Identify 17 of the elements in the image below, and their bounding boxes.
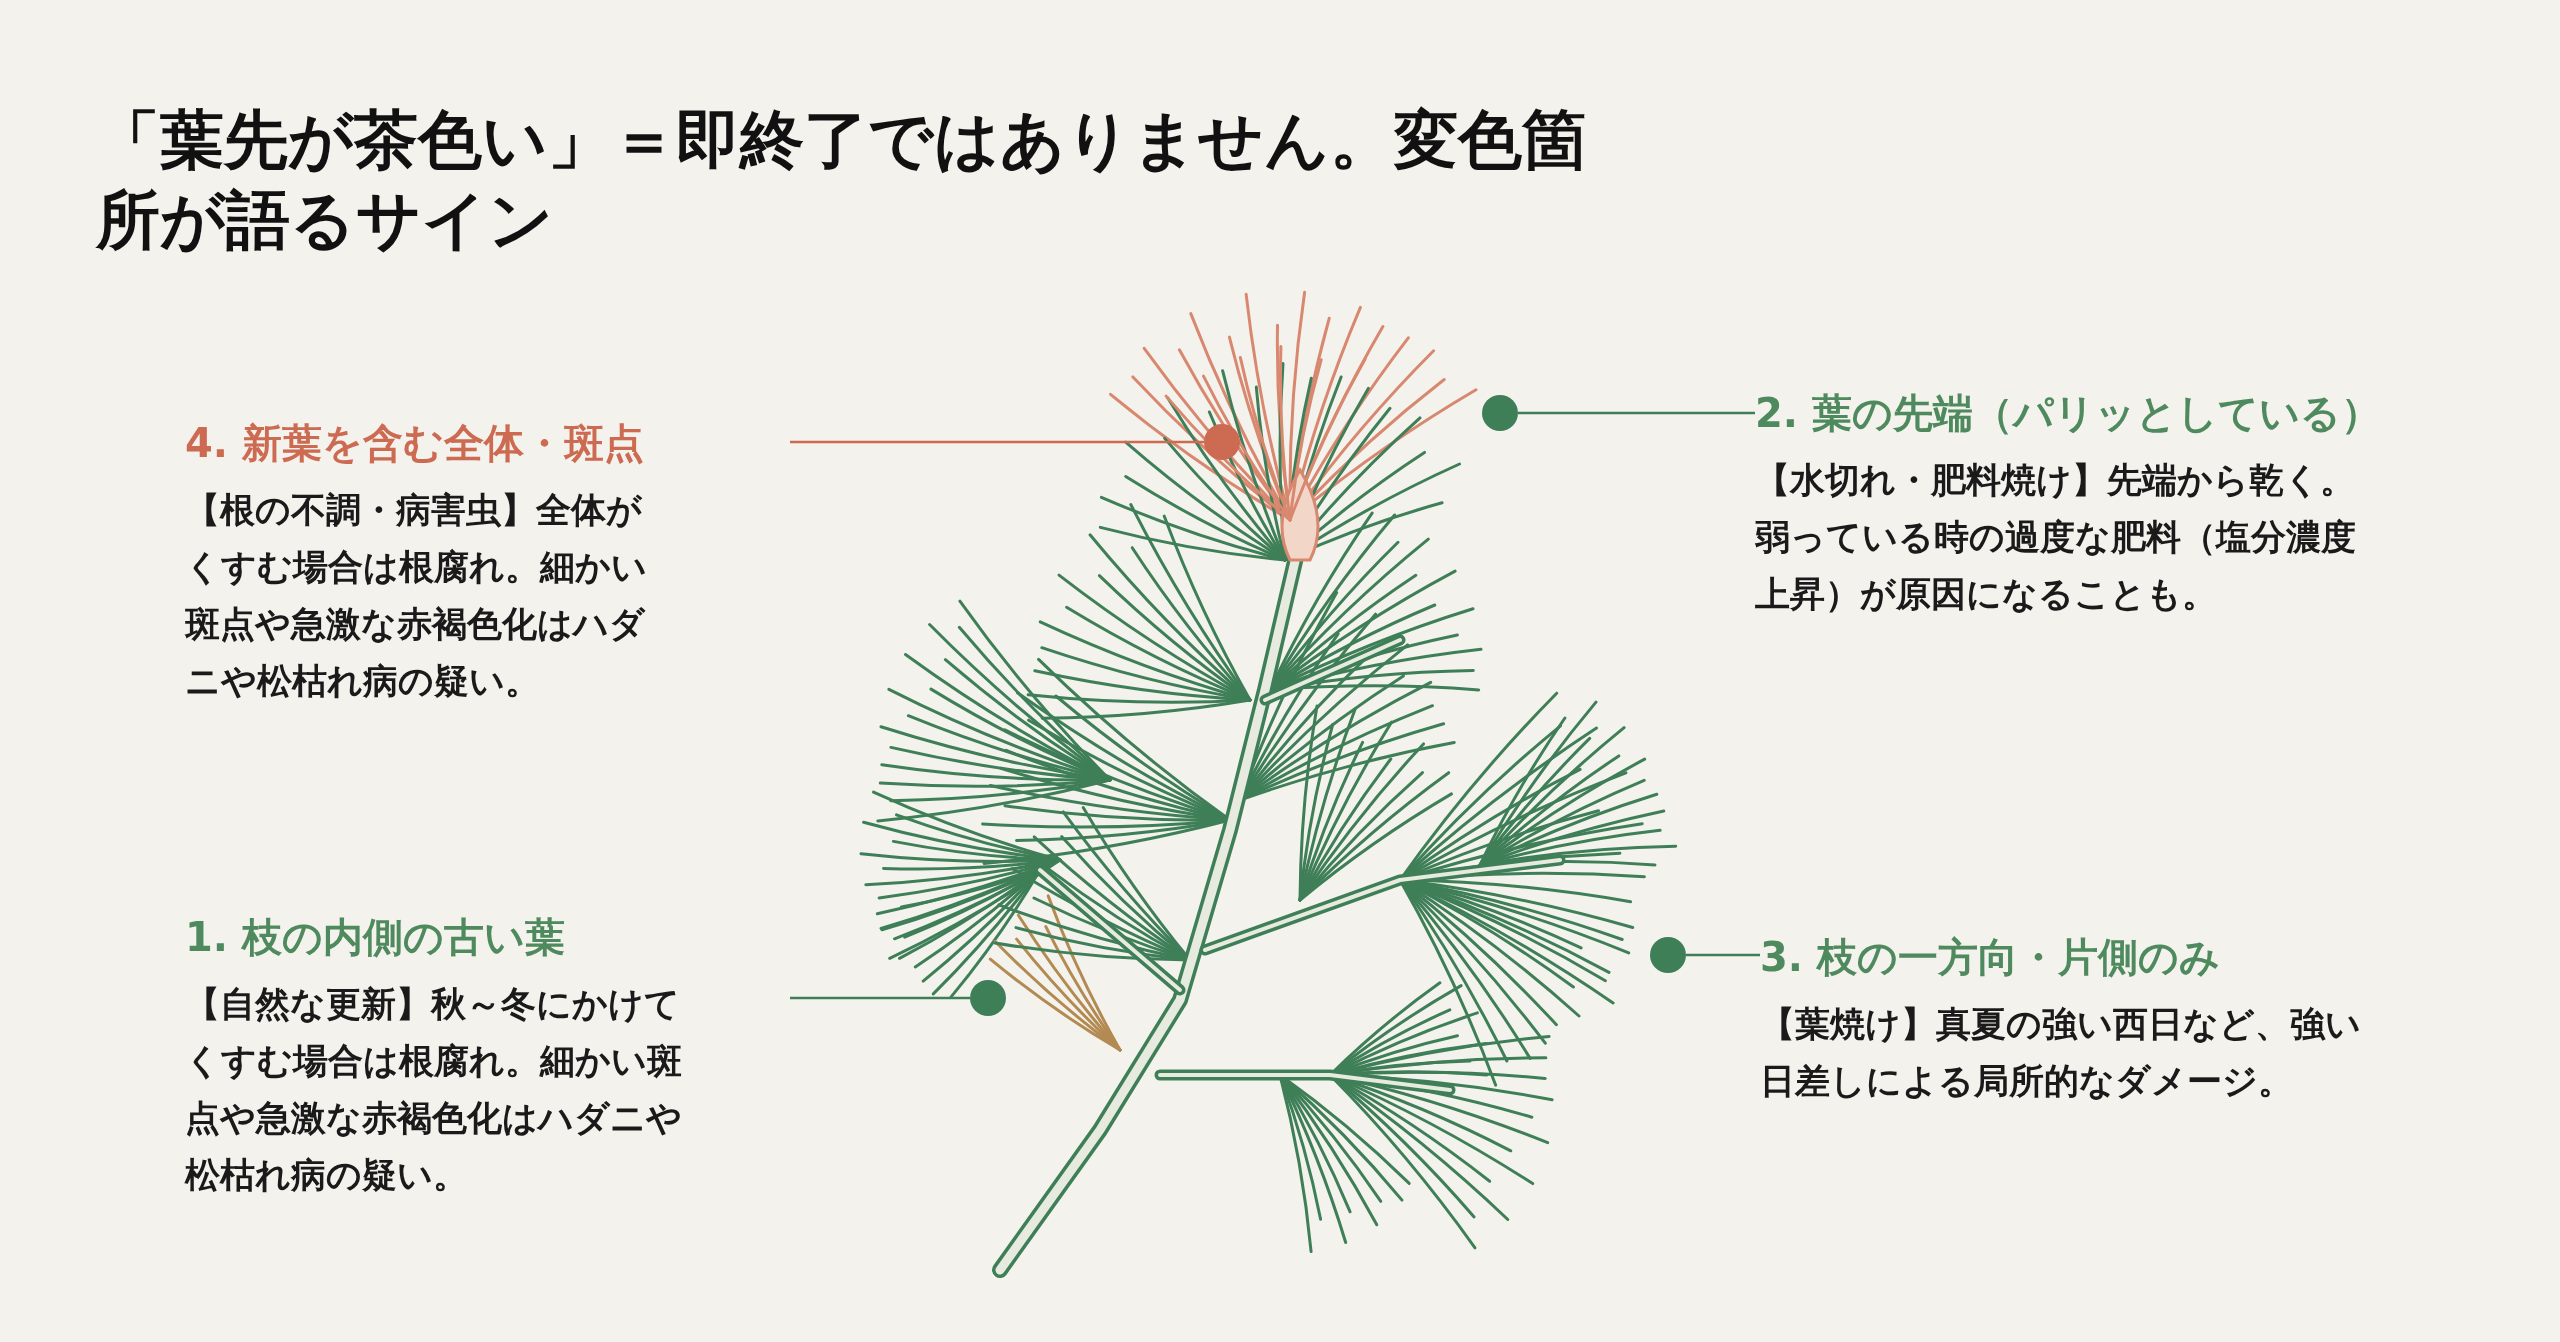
leader-line xyxy=(790,996,970,1000)
marker-dot xyxy=(970,980,1006,1016)
callout-text: 【根の不調・病害虫】全体がくすむ場合は根腐れ。細かい斑点や急激な赤褐色化はハダニや松枯れ病の疑い。 xyxy=(185,489,648,703)
marker-dot xyxy=(1204,424,1240,460)
title: 「葉先が茶色い」＝即終了ではありません。変色箇所が語るサイン xyxy=(96,102,1587,259)
callout-text: 【水切れ・肥料焼け】先端から乾く。弱っている時の過度な肥料（塩分濃度上昇）が原因になることも。 xyxy=(1755,459,2357,616)
marker-dot xyxy=(1650,937,1686,973)
callout-heading: 3. 枝の一方向・片側のみ xyxy=(1760,933,2221,982)
callout-text: 【葉焼け】真夏の強い西日など、強い日差しによる局所的なダメージ。 xyxy=(1760,1003,2362,1103)
marker-dot xyxy=(1482,395,1518,431)
leader-line xyxy=(790,440,1204,444)
callout-heading: 2. 葉の先端（パリッとしている） xyxy=(1755,389,2382,438)
callout-heading: 1. 枝の内側の古い葉 xyxy=(185,913,566,962)
leader-line xyxy=(1686,953,1760,957)
callout-text: 【自然な更新】秋～冬にかけてくすむ場合は根腐れ。細かい斑点や急激な赤褐色化はハダニや松枯れ病の疑い。 xyxy=(185,983,683,1197)
callout-heading: 4. 新葉を含む全体・斑点 xyxy=(185,419,645,468)
leader-line xyxy=(1518,411,1755,415)
